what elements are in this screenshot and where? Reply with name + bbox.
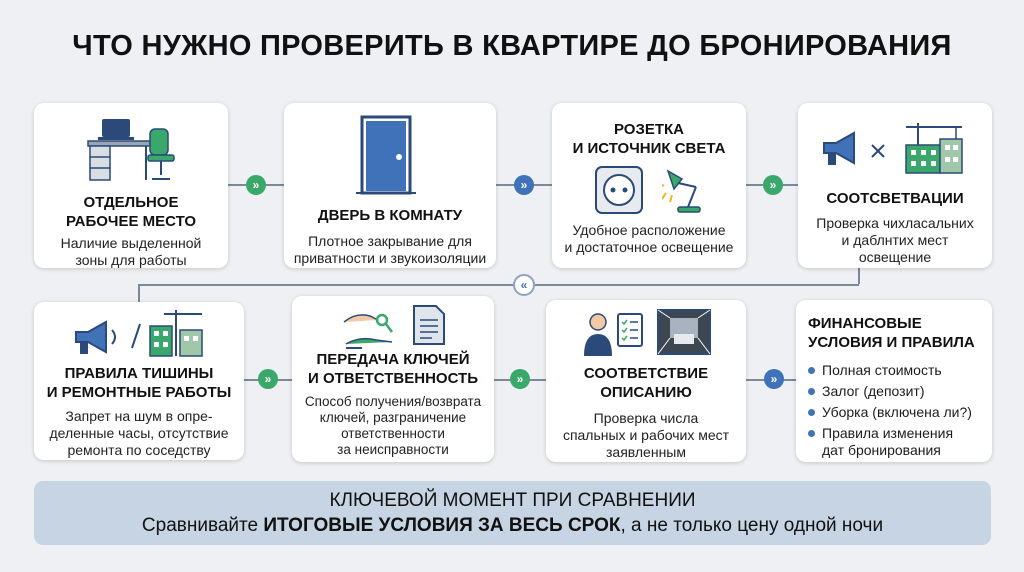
building-crane-icon [905,123,963,174]
slash-icon [131,323,141,349]
building-crane-icon [149,310,203,357]
page-title: ЧТО НУЖНО ПРОВЕРИТЬ В КВАРТИРЕ ДО БРОНИР… [72,30,952,62]
cross-icon [871,144,885,158]
arrow-right-icon: » [246,175,266,195]
arrow-left-icon: « [513,274,535,296]
card-title: ДВЕРЬ В КОМНАТУ [317,207,463,224]
arrow-right-icon: » [764,369,784,389]
arrow-right-icon: » [514,175,534,195]
arrow-right-icon: » [510,369,530,389]
arrow-right-icon: » [763,175,783,195]
list-item: Полная стоимость [808,360,992,381]
megaphone-icon [823,131,855,165]
key-handover-icon [343,313,393,349]
list-item: Залог (депозит) [808,381,992,402]
financial-list: Полная стоимость Залог (депозит) Уборка … [808,360,992,459]
room-bed-icon [657,309,711,355]
socket-icon [595,166,643,214]
desk-chair-icon [87,119,175,181]
connector [139,284,859,286]
card-description: Запрет на шум в опре-деленные часы, отсу… [49,408,229,458]
megaphone-icon [75,320,116,354]
banner-text: Сравнивайте ИТОГОВЫЕ УСЛОВИЯ ЗА ВЕСЬ СРО… [141,515,884,536]
lamp-icon [662,169,701,213]
connector [138,284,140,304]
door-icon [356,115,416,195]
document-icon [413,305,445,345]
arrow-right-icon: » [258,369,278,389]
banner-heading: КЛЮЧЕВОЙ МОМЕНТ ПРИ СРАВНЕНИИ [329,490,696,511]
key-point-banner: КЛЮЧЕВОЙ МОМЕНТ ПРИ СРАВНЕНИИ Сравнивайт… [34,481,991,545]
person-checklist-icon [584,313,643,356]
connector [858,266,860,284]
list-item: Уборка (включена ли?) [808,402,992,423]
card-title: СООТСВЕТВАЦИИ [826,190,964,207]
